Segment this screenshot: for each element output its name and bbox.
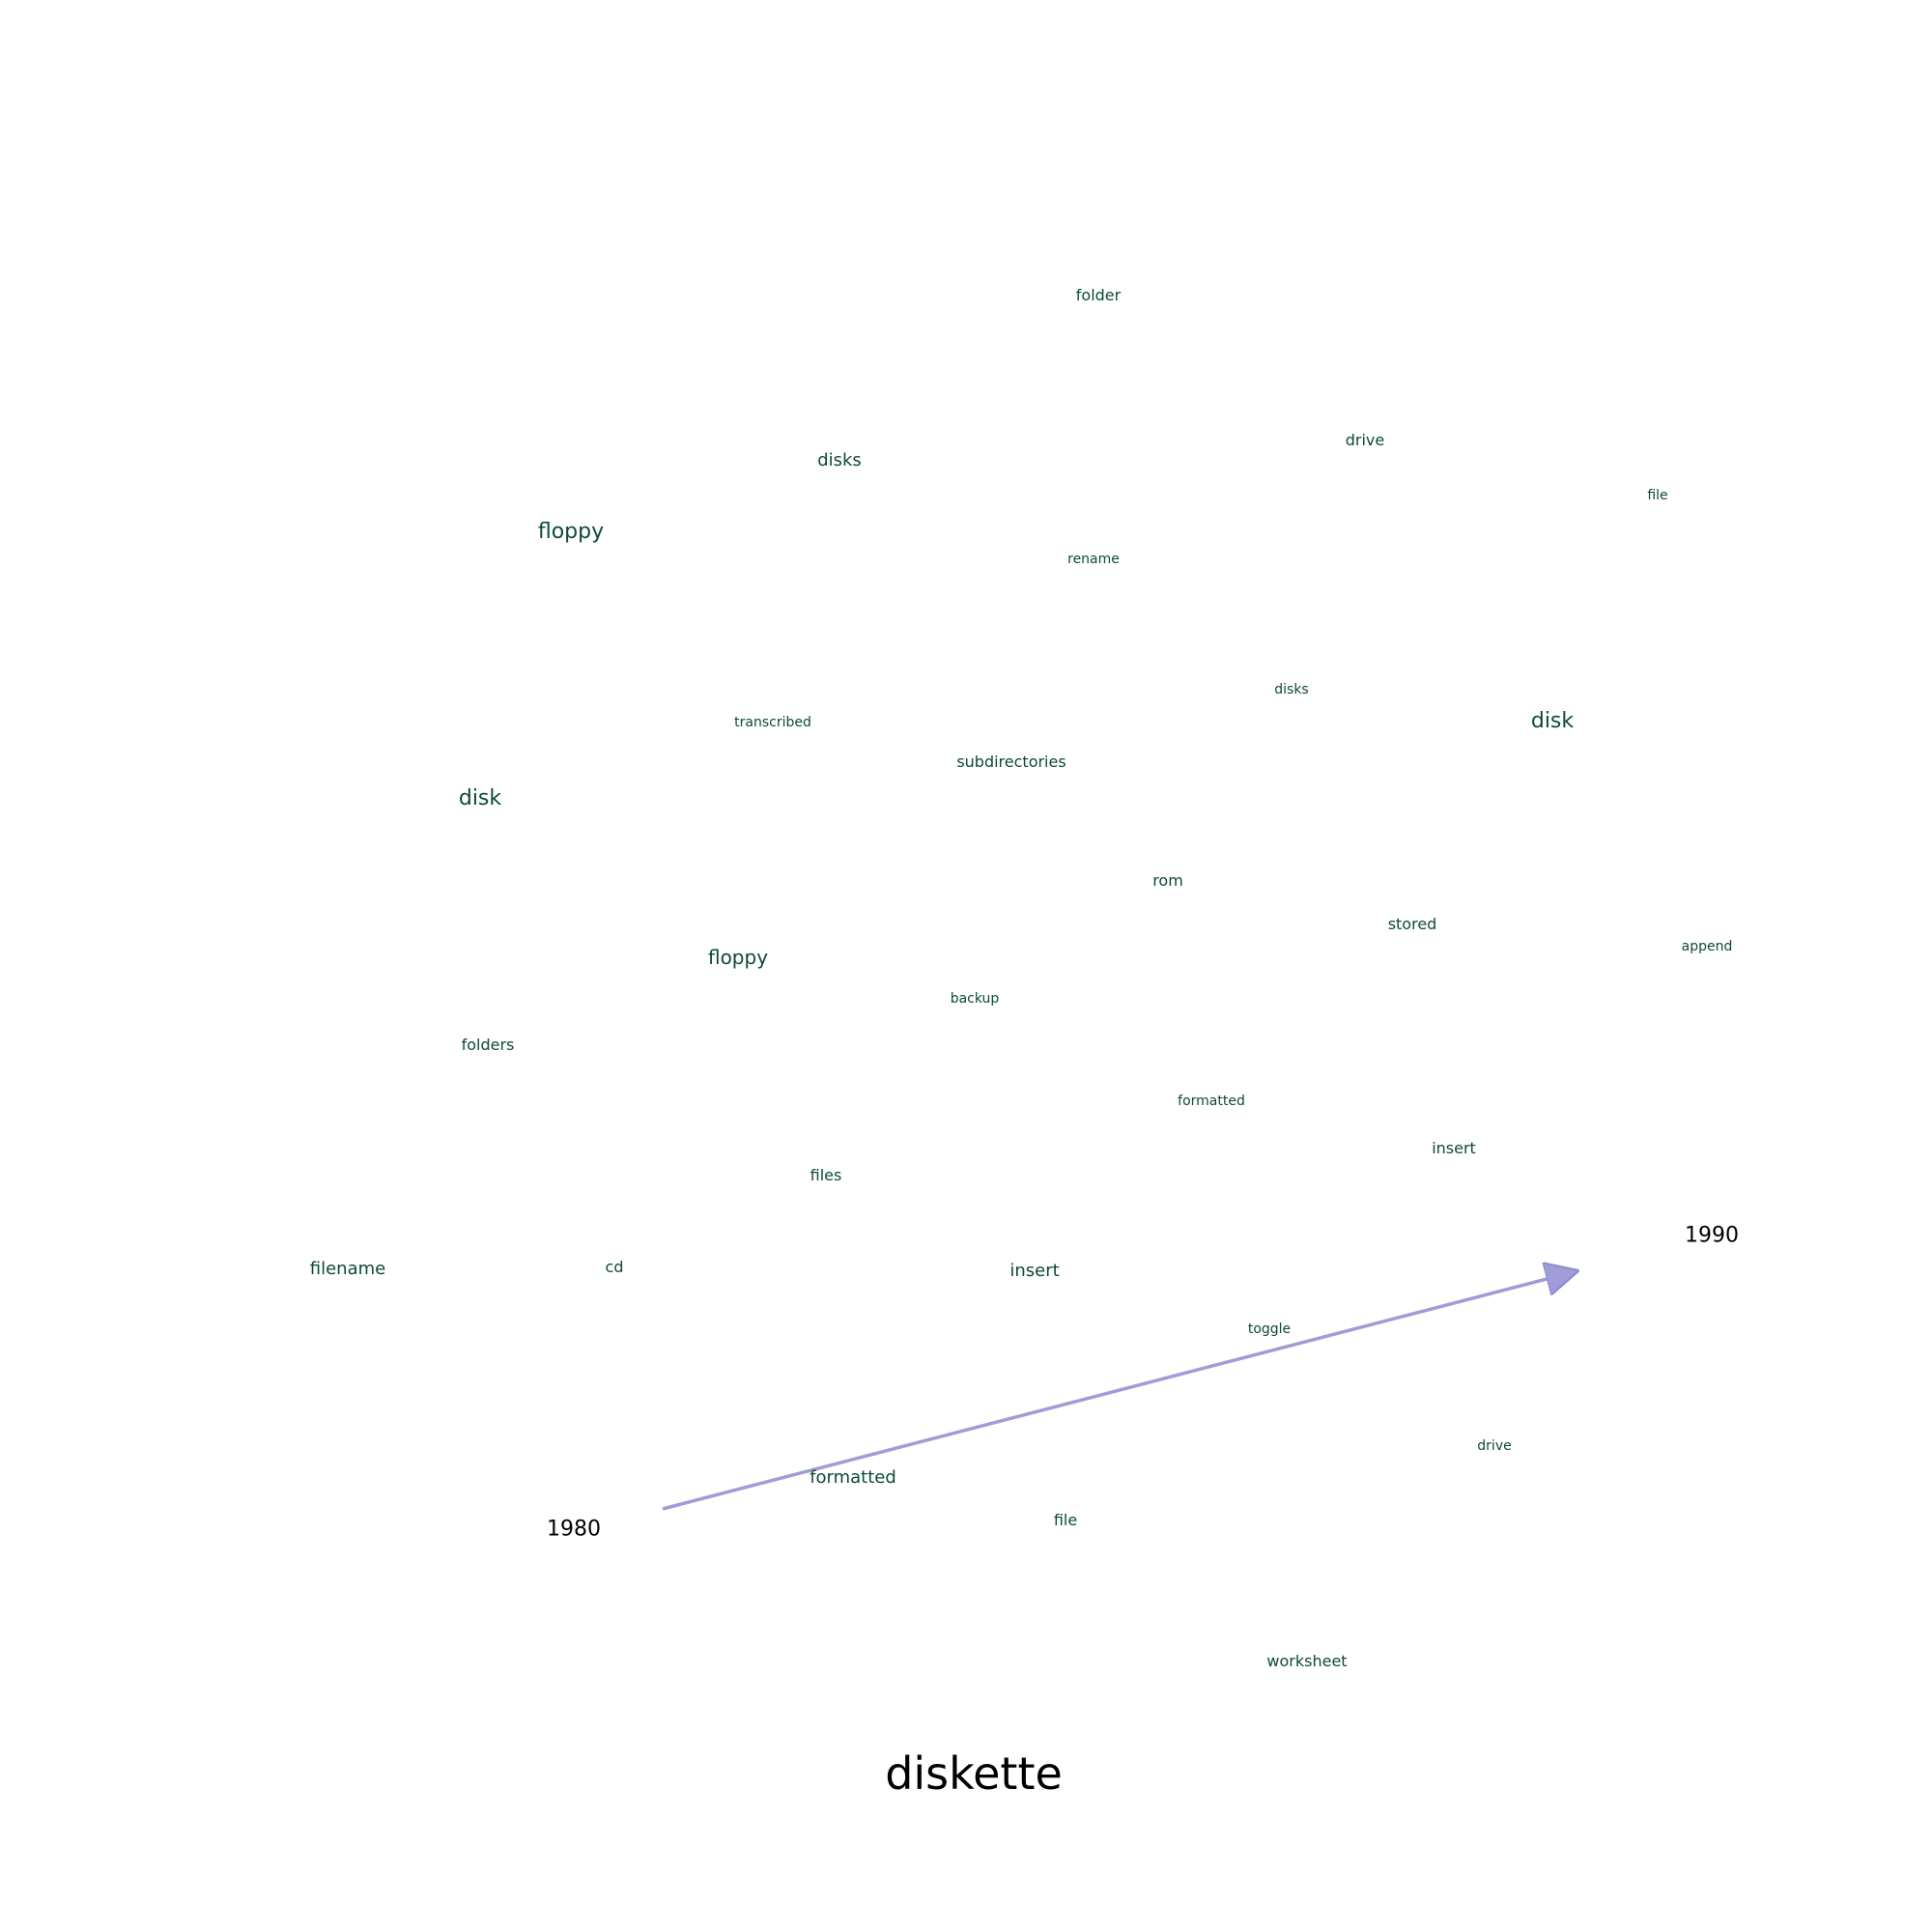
word-toggle: toggle [1248, 1322, 1291, 1336]
word-file: file [1647, 489, 1667, 502]
word-filename: filename [310, 1261, 385, 1278]
word-formatted: formatted [810, 1469, 896, 1487]
word-folder: folder [1076, 288, 1121, 303]
word-file: file [1054, 1513, 1077, 1528]
word-formatted: formatted [1178, 1094, 1245, 1108]
timeline-end-year: 1990 [1685, 1224, 1739, 1248]
word-files: files [810, 1168, 842, 1183]
word-folders: folders [462, 1037, 515, 1053]
word-rename: rename [1067, 553, 1120, 566]
word-cd: cd [606, 1260, 624, 1275]
timeline-arrow [663, 1272, 1573, 1509]
word-drive: drive [1346, 433, 1385, 448]
word-worksheet: worksheet [1266, 1654, 1347, 1669]
word-insert: insert [1009, 1263, 1059, 1280]
diagram-title: diskette [885, 1747, 1063, 1800]
word-floppy: floppy [708, 948, 768, 967]
word-disks: disks [1274, 683, 1308, 696]
word-backup: backup [951, 992, 1000, 1006]
word-transcribed: transcribed [734, 716, 811, 729]
word-append: append [1682, 940, 1733, 953]
word-subdirectories: subdirectories [956, 754, 1065, 770]
word-rom: rom [1152, 873, 1183, 889]
word-disk: disk [1531, 711, 1574, 732]
word-drive: drive [1477, 1439, 1511, 1453]
word-disks: disks [817, 452, 862, 469]
timeline-start-year: 1980 [547, 1518, 601, 1542]
word-disk: disk [459, 788, 501, 810]
word-insert: insert [1432, 1141, 1476, 1156]
word-floppy: floppy [538, 522, 604, 543]
word-stored: stored [1388, 917, 1437, 932]
